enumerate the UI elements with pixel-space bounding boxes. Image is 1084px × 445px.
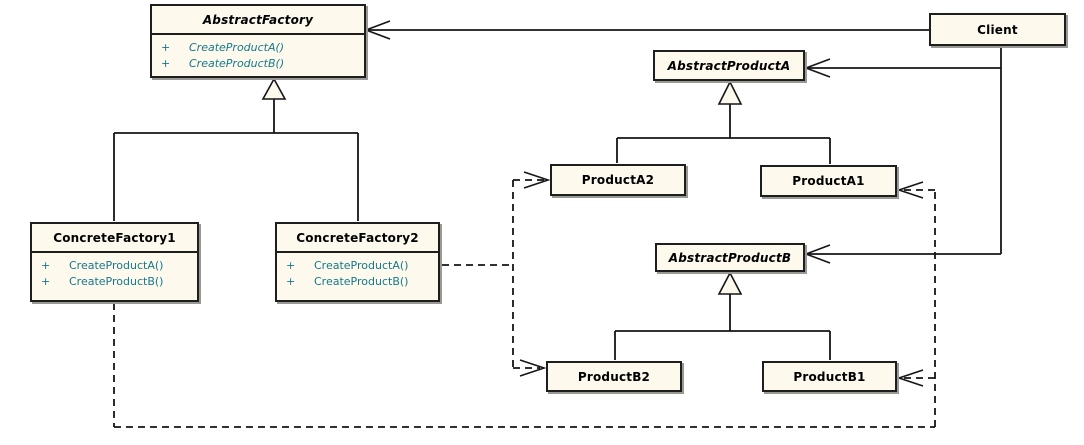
class-client[interactable]: Client — [929, 13, 1066, 46]
dependency-concretefactory2-products2 — [442, 171, 551, 377]
class-abstract-product-b[interactable]: AbstractProductB — [655, 243, 805, 272]
generalization-concretefactories-abstractfactory — [113, 77, 359, 221]
generalization-triangle-icon — [261, 77, 287, 100]
class-title: AbstractFactory — [152, 6, 364, 35]
generalization-triangle-icon — [717, 80, 743, 105]
class-title: AbstractProductB — [668, 250, 792, 265]
class-methods: + CreateProductA() + CreateProductB() — [152, 35, 364, 72]
method-create-product-b: + CreateProductB() — [41, 275, 164, 288]
method-create-product-b: + CreateProductB() — [161, 57, 285, 70]
open-arrowhead-icon — [803, 244, 831, 264]
method-create-product-a: + CreateProductA() — [41, 259, 164, 272]
class-title: ProductA1 — [792, 174, 865, 188]
open-arrowhead-icon — [896, 181, 924, 199]
open-arrowhead-icon — [523, 171, 551, 189]
generalization-triangle-icon — [717, 271, 743, 295]
class-abstract-factory[interactable]: AbstractFactory + CreateProductA() + Cre… — [150, 4, 366, 78]
class-product-a2[interactable]: ProductA2 — [550, 164, 686, 196]
association-client-abstractfactory — [363, 20, 929, 40]
method-create-product-a: + CreateProductA() — [161, 41, 285, 54]
open-arrowhead-icon — [803, 58, 831, 78]
class-title: ConcreteFactory1 — [32, 224, 197, 253]
association-client-abstractproductb — [803, 244, 1001, 264]
class-abstract-product-a[interactable]: AbstractProductA — [653, 50, 805, 81]
class-concrete-factory-2[interactable]: ConcreteFactory2 + CreateProductA() + Cr… — [275, 222, 440, 302]
association-client-abstractproducta — [803, 46, 1002, 254]
class-title: ConcreteFactory2 — [277, 224, 438, 253]
open-arrowhead-icon — [896, 369, 924, 387]
class-methods: + CreateProductA() + CreateProductB() — [32, 253, 197, 290]
class-concrete-factory-1[interactable]: ConcreteFactory1 + CreateProductA() + Cr… — [30, 222, 199, 302]
method-create-product-a: + CreateProductA() — [286, 259, 409, 272]
method-create-product-b: + CreateProductB() — [286, 275, 409, 288]
generalization-productsa-abstractproducta — [616, 80, 831, 164]
class-product-a1[interactable]: ProductA1 — [760, 165, 897, 197]
open-arrowhead-icon — [363, 20, 391, 40]
class-title: Client — [977, 22, 1018, 37]
class-title: ProductB1 — [793, 369, 866, 384]
class-title: ProductB2 — [577, 369, 651, 384]
class-product-b1[interactable]: ProductB1 — [762, 361, 897, 392]
open-arrowhead-icon — [519, 359, 547, 377]
class-title: ProductA2 — [581, 173, 655, 187]
class-title: AbstractProductA — [667, 58, 791, 73]
generalization-productsb-abstractproductb — [614, 271, 831, 360]
class-methods: + CreateProductA() + CreateProductB() — [277, 253, 438, 290]
dependency-concretefactory1-products1 — [113, 181, 936, 428]
class-product-b2[interactable]: ProductB2 — [546, 361, 682, 392]
